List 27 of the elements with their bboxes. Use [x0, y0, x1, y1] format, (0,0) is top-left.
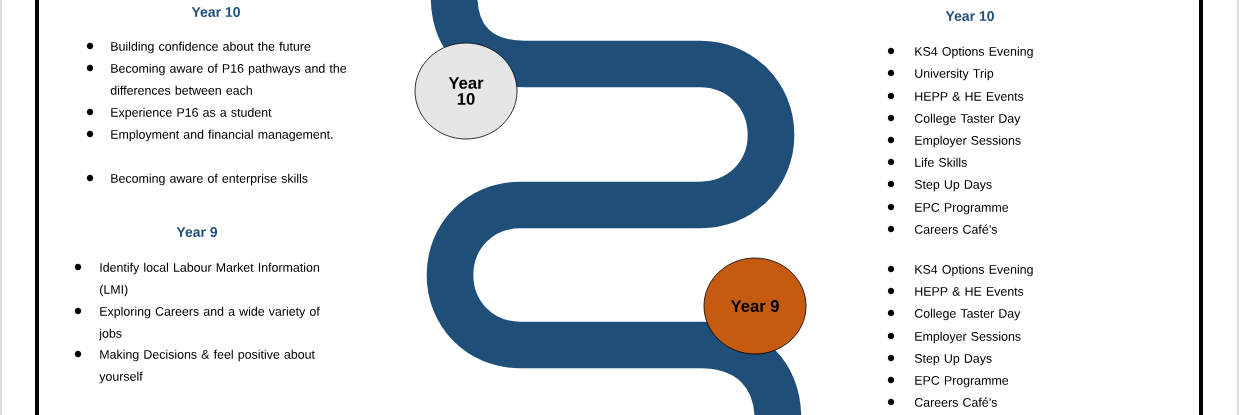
- list-item: HEPP & HE Events: [887, 92, 1024, 101]
- list-item: College Taster Day: [887, 113, 1021, 126]
- list-item: College Taster Day: [887, 308, 1021, 321]
- list-item: Careers Café’s: [887, 397, 997, 407]
- list-item: Identify local Labour Market Information (LMI): [74, 262, 319, 297]
- section-heading: Year 10: [945, 11, 994, 21]
- list-item: Employer Sessions: [887, 331, 1021, 344]
- list-item: Step Up Days: [887, 354, 992, 366]
- list-item: KS4 Options Evening: [887, 46, 1033, 59]
- list-item: Becoming aware of P16 pathways and the differences between each: [86, 63, 347, 95]
- list-item: Step Up Days: [887, 180, 992, 192]
- list-item: Making Decisions & feel positive about yourself: [74, 349, 315, 384]
- section-heading: Year 10: [191, 7, 240, 17]
- list-item: Exploring Careers and a wide variety of jobs: [74, 306, 320, 341]
- list-item: EPC Programme: [887, 203, 1009, 215]
- list-item: Building confidence about the future: [86, 41, 311, 54]
- list-item: EPC Programme: [887, 376, 1009, 388]
- list-item: Careers Café’s: [887, 224, 997, 234]
- list-item: Life Skills: [887, 157, 967, 167]
- list-item: Employment and financial management.: [86, 129, 333, 142]
- list-item: HEPP & HE Events: [887, 287, 1024, 296]
- list-item: University Trip: [887, 68, 994, 81]
- list-item: Experience P16 as a student: [86, 107, 272, 120]
- section-heading: Year 9: [176, 227, 218, 237]
- list-item: KS4 Options Evening: [887, 264, 1033, 277]
- list-item: Employer Sessions: [887, 135, 1021, 148]
- list-item: Becoming aware of enterprise skills: [86, 173, 308, 186]
